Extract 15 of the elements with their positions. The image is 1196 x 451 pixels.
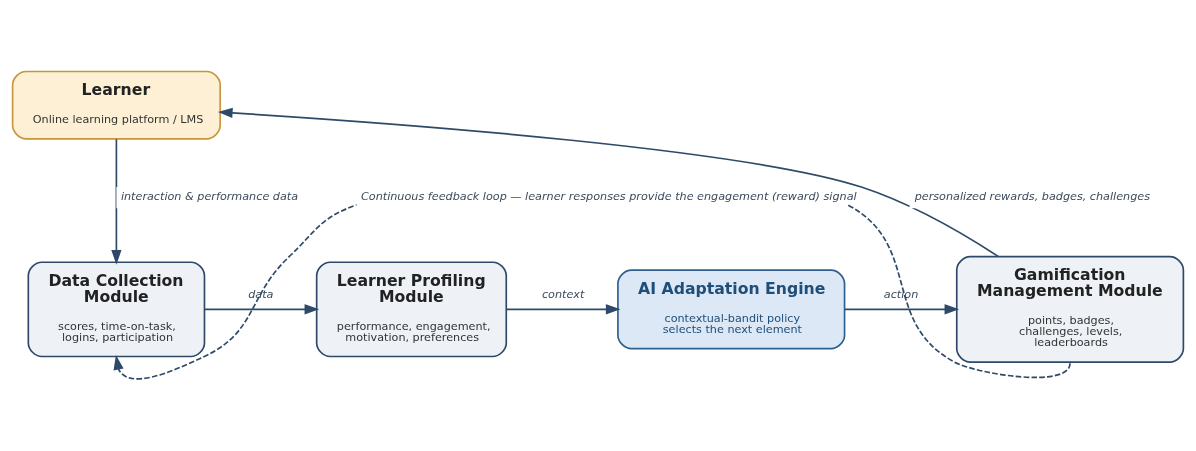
node-box: Gamification Management Module points, badges, challenges, levels, leaderboards: [955, 255, 1185, 363]
node-box: Learner Profiling Module performance, engagement, motivation, preferences: [315, 261, 508, 358]
edge-label: personalized rewards, badges, challenges: [914, 189, 1151, 203]
edge-label: data: [248, 287, 274, 301]
arrow: [217, 107, 1000, 258]
arrow: [203, 304, 320, 315]
node-box: Learner Online learning platform / LMS: [11, 70, 221, 140]
edge-label: Continuous feedback loop — learner responses provide the engagement (reward) signal: [360, 189, 857, 203]
node-box: AI Adaptation Engine contextual-bandit policy selects the next element: [617, 269, 846, 350]
edge-label: action: [883, 287, 919, 301]
edge-label: context: [541, 287, 585, 301]
arrow: [844, 304, 960, 315]
node-box: Data Collection Module scores, time-on-task, logins, participation: [27, 261, 206, 358]
edge-label: interaction & performance data: [120, 189, 299, 203]
arrow: [505, 304, 621, 315]
